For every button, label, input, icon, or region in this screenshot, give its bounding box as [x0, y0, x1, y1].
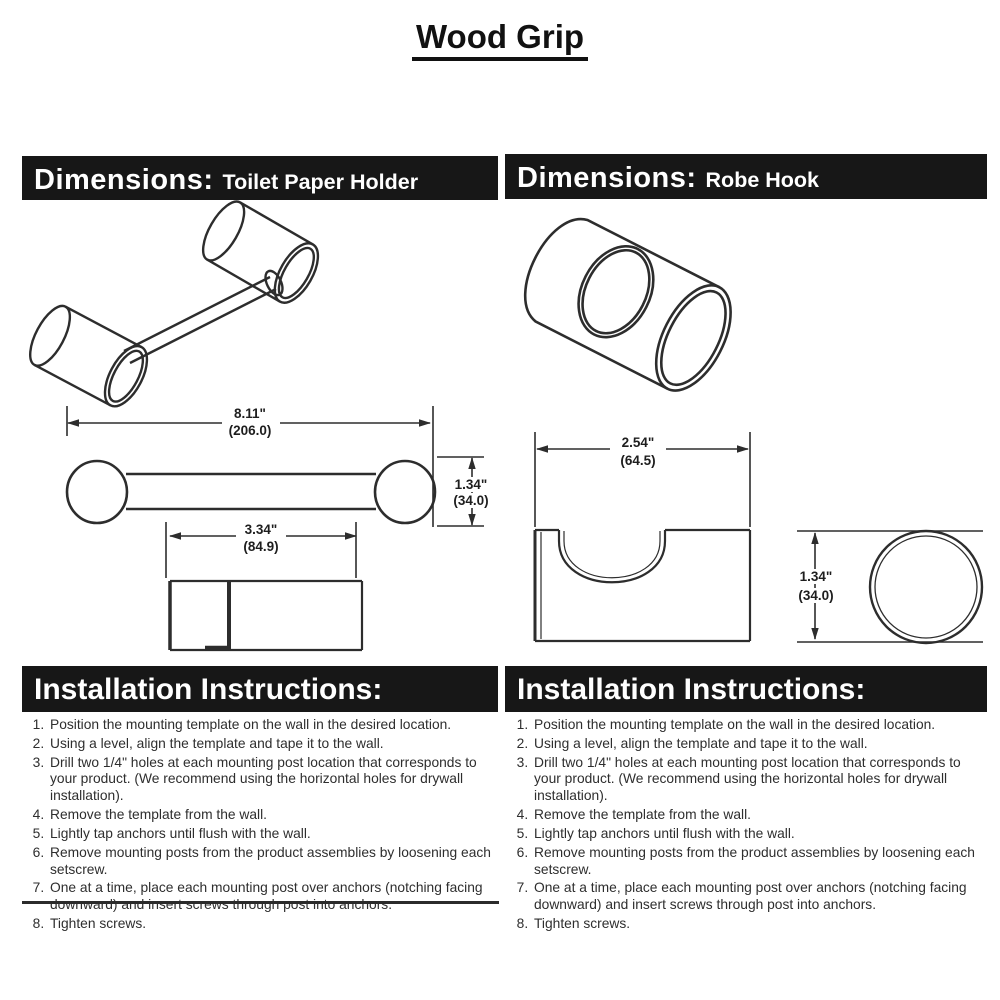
right-install-steps: Position the mounting template on the wa…: [506, 717, 988, 935]
install-step: Remove mounting posts from the product a…: [532, 845, 988, 879]
install-step: Position the mounting template on the wa…: [532, 717, 988, 734]
robe-hook-end-dimensions: [797, 530, 983, 643]
right-dimensions-header: Dimensions: Robe Hook: [505, 154, 987, 199]
tph-side-dimensions: [165, 522, 357, 578]
install-step: Remove the template from the wall.: [532, 807, 988, 824]
tph-width-mm: (206.0): [228, 423, 272, 438]
tph-height-mm: (34.0): [450, 493, 492, 508]
tph-depth-inches: 3.34": [244, 522, 278, 537]
left-dimensions-header: Dimensions: Toilet Paper Holder: [22, 156, 498, 200]
tph-front-view: [65, 459, 437, 525]
page-title: Wood Grip: [411, 18, 589, 61]
right-dimensions-label: Dimensions:: [517, 162, 697, 194]
install-step: Remove the template from the wall.: [48, 807, 500, 824]
tph-front-dimensions: [66, 406, 484, 527]
tph-height-inches: 1.34": [451, 477, 491, 492]
right-install-title: Installation Instructions:: [517, 673, 866, 706]
install-step: Lightly tap anchors until flush with the…: [532, 826, 988, 843]
install-step: Using a level, align the template and ta…: [48, 736, 500, 753]
left-install-header: Installation Instructions:: [22, 666, 498, 712]
left-product-name: Toilet Paper Holder: [222, 170, 419, 194]
robe-hook-height-mm: (34.0): [795, 588, 837, 603]
left-dimensions-label: Dimensions:: [34, 164, 214, 196]
left-bottom-rule: [22, 901, 499, 904]
install-step: Lightly tap anchors until flush with the…: [48, 826, 500, 843]
install-step: Drill two 1/4" holes at each mounting po…: [48, 755, 500, 805]
tph-width-inches: 8.11": [234, 406, 266, 421]
tph-perspective-drawing: [29, 200, 320, 408]
install-step: Position the mounting template on the wa…: [48, 717, 500, 734]
robe-hook-perspective-drawing: [523, 217, 732, 392]
robe-hook-side-view: [533, 528, 752, 643]
install-step: Tighten screws.: [532, 916, 988, 933]
right-install-header: Installation Instructions:: [505, 666, 987, 712]
install-step: One at a time, place each mounting post …: [532, 880, 988, 914]
install-step: Remove mounting posts from the product a…: [48, 845, 500, 879]
right-product-name: Robe Hook: [705, 168, 820, 192]
install-step: Drill two 1/4" holes at each mounting po…: [532, 755, 988, 805]
install-step: Tighten screws.: [48, 916, 500, 933]
install-step: One at a time, place each mounting post …: [48, 880, 500, 914]
robe-hook-side-dimensions: [534, 432, 751, 527]
robe-hook-width-mm: (64.5): [620, 453, 656, 468]
robe-hook-height-inches: 1.34": [796, 569, 836, 584]
left-install-title: Installation Instructions:: [34, 673, 383, 706]
robe-hook-end-view: [868, 529, 984, 645]
left-install-steps: Position the mounting template on the wa…: [22, 717, 500, 935]
tph-depth-mm: (84.9): [243, 539, 279, 554]
page-title-wrap: Wood Grip: [0, 18, 1000, 61]
robe-hook-width-inches: 2.54": [621, 435, 655, 450]
install-step: Using a level, align the template and ta…: [532, 736, 988, 753]
tph-side-view: [168, 579, 364, 652]
